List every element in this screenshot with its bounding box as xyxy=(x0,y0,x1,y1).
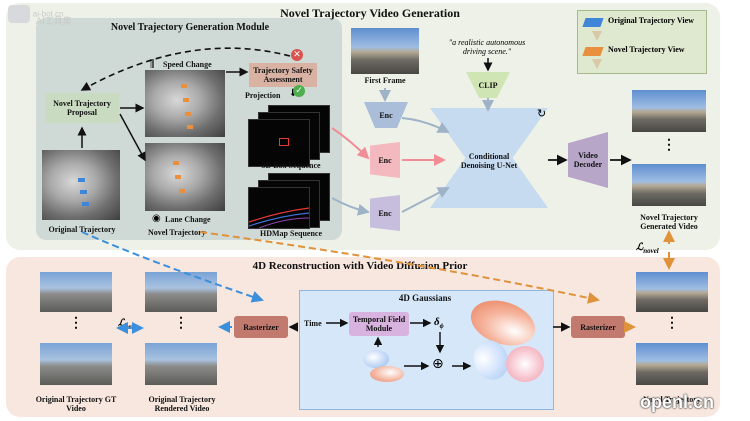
original-trajectory-label: Original Trajectory xyxy=(48,225,116,234)
novel-frame-bottom xyxy=(636,343,708,385)
traj-marker xyxy=(183,98,189,102)
hdmap-sequence-label: HDMap Sequence xyxy=(260,229,322,238)
time-label: Time xyxy=(304,319,322,328)
traj-marker xyxy=(82,202,89,206)
gt-frame-bottom xyxy=(40,343,112,385)
traj-marker xyxy=(78,178,85,182)
3d-box-mark xyxy=(279,138,289,146)
legend-novel-label: Novel Trajectory View xyxy=(608,45,685,54)
gt-video-label: Original Trajectory GT Video xyxy=(35,395,117,413)
plus-icon: ⊕ xyxy=(432,356,444,372)
first-frame-label: First Frame xyxy=(364,76,406,85)
traj-marker xyxy=(185,112,191,116)
arrow-mapenc-to-unet xyxy=(401,187,450,213)
rendered-frame-bottom xyxy=(145,343,217,385)
speed-icon: ⫼ xyxy=(150,59,155,70)
delta-phi: δϕ xyxy=(434,316,444,331)
lane-change-icon: ◉ xyxy=(152,213,161,224)
generated-frame-top xyxy=(632,90,706,132)
arrow-safety-reject-loop xyxy=(80,47,291,91)
arrow-enc-to-unet xyxy=(401,117,450,133)
traj-marker xyxy=(175,175,181,179)
reject-icon: ✕ xyxy=(291,49,303,61)
arrow-box-to-enc xyxy=(331,127,370,160)
gt-frame-top xyxy=(40,272,112,312)
watermark-text-top: ai-bot.cn xyxy=(32,9,64,19)
generated-video-label: Novel Trajectory Generated Video xyxy=(640,213,698,231)
rasterizer-right: Rasterizer xyxy=(571,316,625,338)
lane-change-label: Lane Change xyxy=(165,215,211,224)
traj-marker xyxy=(187,125,193,129)
hdmap-lines xyxy=(249,207,309,228)
generated-frame-bottom xyxy=(632,164,706,206)
legend-arrow2-icon xyxy=(592,59,602,69)
arrow-hdmap-to-enc xyxy=(331,197,370,216)
denoising-unet-label: Conditional Denoising U-Net xyxy=(460,152,518,170)
rasterizer-left: Rasterizer xyxy=(234,316,288,338)
gaussians-title: 4D Gaussians xyxy=(398,293,452,303)
novel-frame-top xyxy=(636,272,708,312)
traj-marker xyxy=(179,189,185,193)
temporal-field-module: Temporal Field Module xyxy=(349,312,409,336)
projection-label: Projection xyxy=(245,91,281,100)
box-sequence-label: 3D Box Sequence xyxy=(261,161,321,170)
legend-arrow-icon xyxy=(592,31,602,41)
lane-change-image xyxy=(145,143,225,211)
generation-title: Novel Trajectory Video Generation xyxy=(280,6,460,20)
gaussian-small-orange xyxy=(370,366,404,382)
hdmap-encoder: Enc xyxy=(370,195,400,231)
arrow-novel-to-rasterizer xyxy=(199,231,600,304)
arrow-original-to-rasterizer xyxy=(81,231,264,303)
watermark-logo-icon xyxy=(8,5,30,23)
traj-marker xyxy=(173,161,179,165)
novel-trajectory-label: Novel Trajectory xyxy=(148,228,206,237)
arrow-proposal-to-lane xyxy=(119,113,146,162)
module-title: Novel Trajectory Generation Module xyxy=(110,22,270,33)
traj-marker xyxy=(80,190,87,194)
traj-marker xyxy=(181,84,187,88)
box-encoder: Enc xyxy=(370,142,400,178)
speed-change-image xyxy=(145,70,225,137)
original-trajectory-image xyxy=(42,150,120,220)
watermark-logo-top: ai-bot.cn xyxy=(8,5,63,23)
legend: Original Trajectory View Novel Trajector… xyxy=(577,10,707,74)
box-seq-frame xyxy=(248,119,310,167)
rendered-frame-top xyxy=(145,272,217,312)
rendered-video-label: Original Trajectory Rendered Video xyxy=(148,395,216,413)
watermark-bottom: openl.cn xyxy=(640,392,715,412)
first-frame-image xyxy=(351,28,419,74)
legend-original-label: Original Trajectory View xyxy=(608,16,694,25)
trajectory-proposal-box: Novel Trajectory Proposal xyxy=(45,93,119,123)
novel-video-label: Novel Trajectory xyxy=(643,395,701,404)
gaussian-large-pink xyxy=(506,346,544,382)
loop-icon: ↻ xyxy=(537,107,547,120)
text-prompt: "a realistic autonomous driving scene." xyxy=(448,38,526,56)
speed-change-label: Speed Change xyxy=(163,60,212,69)
safety-assessment-box: Trajectory Safety Assessment xyxy=(249,63,317,87)
video-decoder: Video Decoder xyxy=(568,132,608,188)
hdmap-seq-frame xyxy=(248,187,310,229)
reconstruction-title: 4D Reconstruction with Video Diffusion P… xyxy=(252,260,468,272)
watermark-subtext-top: AI工具集 xyxy=(36,17,72,27)
accept-icon: ✓ xyxy=(293,85,305,97)
loss-novel: ℒnovel xyxy=(636,242,659,255)
gaussian-small-blue xyxy=(363,350,389,368)
